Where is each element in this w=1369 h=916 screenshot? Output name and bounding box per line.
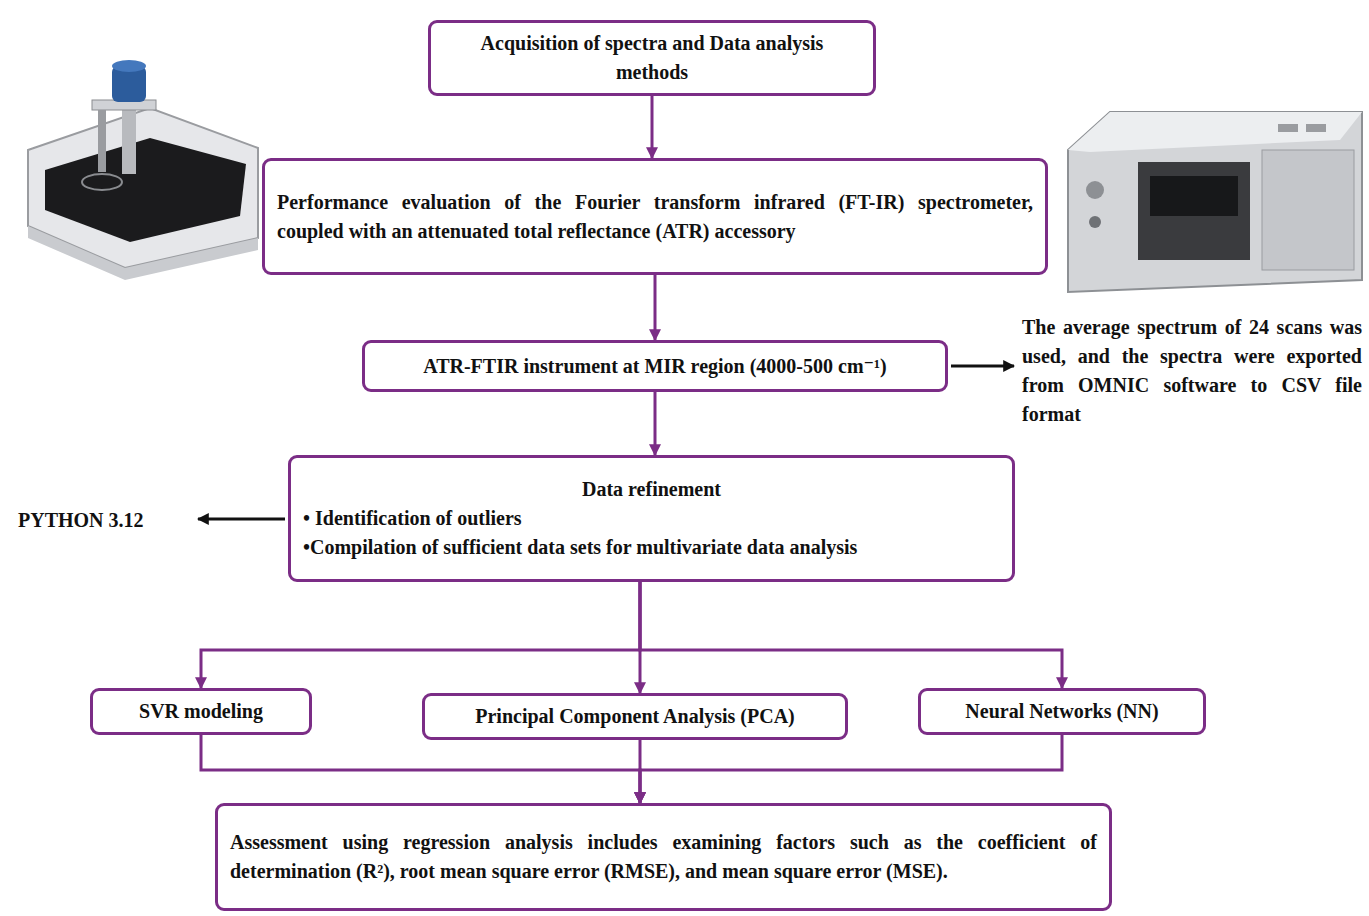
pressure-pillar [122, 108, 136, 174]
process-box: SVR modeling [90, 688, 312, 735]
knob-cap [112, 60, 146, 72]
spectrometer-body [1068, 112, 1362, 292]
flow-arrow [654, 275, 657, 340]
box-text: ATR-FTIR instrument at MIR region (4000-… [377, 352, 933, 381]
software-label: PYTHON 3.12 [18, 506, 193, 535]
leader-arrow [951, 365, 1014, 368]
process-box: Assessment using regression analysis inc… [215, 803, 1112, 911]
box-text: Assessment using regression analysis inc… [230, 828, 1097, 886]
side-panel [1262, 150, 1354, 270]
box-text: SVR modeling [105, 697, 297, 726]
process-box: Performance evaluation of the Fourier tr… [262, 158, 1048, 275]
box-text: •Compilation of sufficient data sets for… [303, 533, 1000, 562]
crystal-ring [82, 174, 122, 190]
flow-arrow [201, 735, 640, 803]
status-light [1278, 124, 1298, 132]
sample-compartment [1138, 162, 1250, 260]
status-light [1306, 124, 1326, 132]
flow-arrow [651, 96, 654, 158]
box-heading: Data refinement [303, 475, 1000, 504]
box-text: Neural Networks (NN) [933, 697, 1191, 726]
atr-accessory [28, 60, 258, 280]
spectrometer-top [1068, 112, 1362, 152]
control-button [1089, 216, 1101, 228]
leader-arrow [198, 518, 285, 521]
flow-arrow [640, 582, 1062, 688]
box-text: Acquisition of spectra and Data analysis… [443, 29, 861, 87]
process-box: Neural Networks (NN) [918, 688, 1206, 735]
flow-arrow [201, 582, 640, 688]
process-box: Data refinement• Identification of outli… [288, 455, 1015, 582]
accessory-plate [45, 138, 246, 242]
flow-arrow [640, 735, 1062, 803]
box-text: Performance evaluation of the Fourier tr… [277, 188, 1033, 246]
ftir-spectrometer [1068, 112, 1362, 292]
flow-arrow [654, 392, 657, 455]
process-box: Principal Component Analysis (PCA) [422, 693, 848, 740]
control-knob [1086, 181, 1104, 199]
process-box: Acquisition of spectra and Data analysis… [428, 20, 876, 96]
compartment-window [1150, 176, 1238, 216]
box-text: • Identification of outliers [303, 504, 1000, 533]
box-text: Principal Component Analysis (PCA) [437, 702, 833, 731]
note-text: The average spectrum of 24 scans was use… [1022, 313, 1362, 429]
process-box: ATR-FTIR instrument at MIR region (4000-… [362, 340, 948, 392]
pressure-tip [98, 110, 106, 172]
